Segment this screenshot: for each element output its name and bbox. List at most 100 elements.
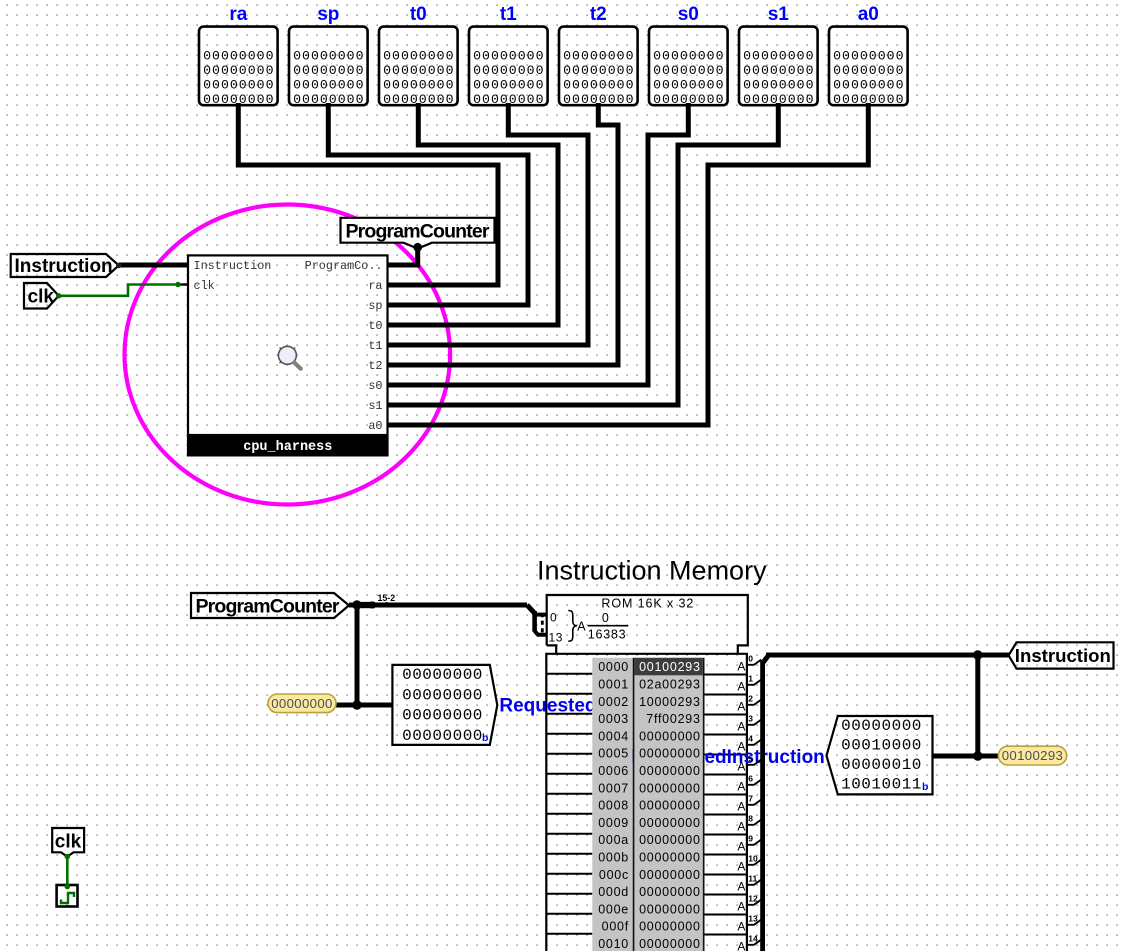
svg-text:00000000: 00000000 xyxy=(639,799,701,813)
svg-text:0005: 0005 xyxy=(598,747,629,761)
svg-text:A: A xyxy=(737,720,745,734)
svg-text:00000000: 00000000 xyxy=(743,63,813,78)
svg-text:ProgramCo..: ProgramCo.. xyxy=(305,259,383,273)
svg-text:00000000: 00000000 xyxy=(473,92,543,107)
svg-text:00000000: 00000000 xyxy=(639,885,701,899)
svg-text:0: 0 xyxy=(748,654,753,664)
svg-text:000a: 000a xyxy=(598,833,629,847)
svg-text:t0: t0 xyxy=(410,4,427,25)
svg-text:a0: a0 xyxy=(858,4,879,25)
svg-text:A: A xyxy=(737,820,745,834)
svg-text:000d: 000d xyxy=(598,885,629,899)
svg-text:0010: 0010 xyxy=(598,937,629,951)
svg-text:Instruction Memory: Instruction Memory xyxy=(537,555,767,585)
svg-text:00100293: 00100293 xyxy=(1002,748,1063,763)
svg-text:0009: 0009 xyxy=(598,816,629,830)
svg-text:000b: 000b xyxy=(598,851,629,865)
svg-text:00000000: 00000000 xyxy=(639,764,701,778)
svg-text:00000000: 00000000 xyxy=(473,78,543,93)
svg-text:00000000: 00000000 xyxy=(639,851,701,865)
svg-text:ProgramCounter: ProgramCounter xyxy=(346,220,490,242)
svg-text:A: A xyxy=(737,700,745,714)
svg-text:00000000: 00000000 xyxy=(653,78,723,93)
svg-text:10: 10 xyxy=(748,854,758,864)
svg-text:00000000: 00000000 xyxy=(743,92,813,107)
svg-text:0004: 0004 xyxy=(598,729,629,743)
svg-text:00000000: 00000000 xyxy=(293,92,363,107)
svg-text:A: A xyxy=(737,660,745,674)
svg-text:0006: 0006 xyxy=(598,764,629,778)
svg-text:00100293: 00100293 xyxy=(639,660,701,674)
svg-text:00000000: 00000000 xyxy=(203,63,273,78)
svg-text:clk: clk xyxy=(194,279,215,293)
svg-text:000e: 000e xyxy=(598,902,629,916)
svg-text:0008: 0008 xyxy=(598,799,629,813)
svg-text:00000000: 00000000 xyxy=(743,78,813,93)
svg-text:00000000: 00000000 xyxy=(653,49,723,64)
svg-text:00000000: 00000000 xyxy=(639,816,701,830)
svg-text:A: A xyxy=(737,860,745,874)
svg-text:13: 13 xyxy=(748,914,758,924)
svg-text:A: A xyxy=(737,920,745,934)
svg-text:A: A xyxy=(737,880,745,894)
svg-text:A: A xyxy=(737,760,745,774)
svg-text:00000000: 00000000 xyxy=(293,78,363,93)
svg-text:00000000: 00000000 xyxy=(402,727,483,745)
svg-text:00000000: 00000000 xyxy=(639,920,701,934)
svg-text:7ff00293: 7ff00293 xyxy=(646,712,700,726)
svg-text:s1: s1 xyxy=(368,399,382,413)
svg-text:8: 8 xyxy=(748,814,753,824)
svg-text:00000000: 00000000 xyxy=(639,868,701,882)
svg-text:A: A xyxy=(737,800,745,814)
svg-text:13: 13 xyxy=(549,631,564,645)
svg-text:t2: t2 xyxy=(368,359,382,373)
svg-text:00000000: 00000000 xyxy=(639,937,701,951)
svg-text:00000000: 00000000 xyxy=(653,92,723,107)
svg-text:sp: sp xyxy=(368,299,382,313)
svg-text:4: 4 xyxy=(748,734,753,744)
svg-text:14: 14 xyxy=(748,934,758,944)
svg-text:00000000: 00000000 xyxy=(639,833,701,847)
svg-text:00000000: 00000000 xyxy=(639,781,701,795)
svg-text:t0: t0 xyxy=(368,319,382,333)
svg-text:00000000: 00000000 xyxy=(203,92,273,107)
svg-text:10010011: 10010011 xyxy=(841,775,922,793)
svg-text:ra: ra xyxy=(229,4,247,25)
svg-text:00000000: 00000000 xyxy=(833,49,903,64)
svg-text:1: 1 xyxy=(748,674,753,684)
svg-text:A: A xyxy=(737,900,745,914)
svg-text:6: 6 xyxy=(748,774,753,784)
svg-text:A: A xyxy=(577,619,586,633)
svg-text:7: 7 xyxy=(748,794,753,804)
svg-text:0002: 0002 xyxy=(598,695,629,709)
svg-text:0001: 0001 xyxy=(598,678,629,692)
svg-text:b: b xyxy=(482,732,488,744)
svg-text:16383: 16383 xyxy=(588,628,627,642)
svg-text:s0: s0 xyxy=(678,4,699,25)
svg-text:A: A xyxy=(737,680,745,694)
svg-text:00000000: 00000000 xyxy=(293,63,363,78)
svg-text:00000000: 00000000 xyxy=(563,92,633,107)
svg-text:00000000: 00000000 xyxy=(402,666,483,684)
svg-text:0: 0 xyxy=(550,611,557,625)
svg-text:00000000: 00000000 xyxy=(402,707,483,725)
svg-text:A: A xyxy=(737,780,745,794)
svg-text:5: 5 xyxy=(748,754,753,764)
svg-text:0000: 0000 xyxy=(598,660,629,674)
svg-text:3: 3 xyxy=(748,714,753,724)
svg-text:2: 2 xyxy=(748,694,753,704)
svg-text:sp: sp xyxy=(317,4,339,25)
svg-text:A: A xyxy=(737,940,745,951)
svg-text:00000000: 00000000 xyxy=(639,902,701,916)
svg-text:00000000: 00000000 xyxy=(383,49,453,64)
svg-text:11: 11 xyxy=(748,874,757,884)
svg-text:s0: s0 xyxy=(368,379,382,393)
svg-text:00000000: 00000000 xyxy=(402,686,483,704)
svg-text:ra: ra xyxy=(368,279,382,293)
svg-text:ROM 16K x 32: ROM 16K x 32 xyxy=(601,597,694,611)
svg-text:b: b xyxy=(922,781,928,793)
svg-text:00000000: 00000000 xyxy=(383,63,453,78)
svg-text:15-2: 15-2 xyxy=(378,593,396,603)
svg-text:000c: 000c xyxy=(599,868,629,882)
svg-text:A: A xyxy=(737,740,745,754)
